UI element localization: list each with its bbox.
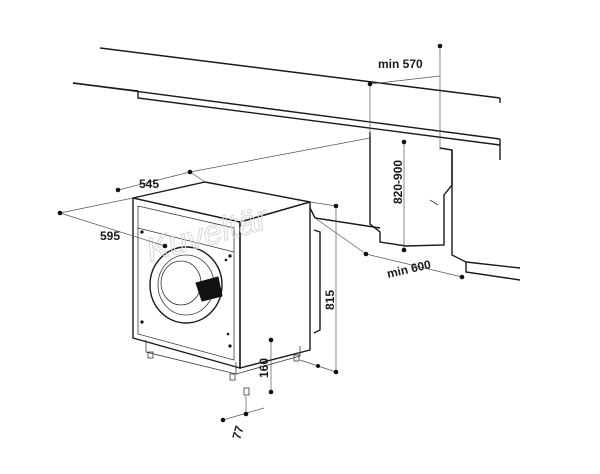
dim-820-900: 820-900: [391, 139, 407, 253]
label-815: 815: [323, 290, 337, 310]
dim-77: 77: [220, 396, 265, 441]
door-porthole: [149, 246, 223, 324]
door-handle-icon: [195, 276, 223, 302]
washing-machine: [132, 181, 311, 396]
label-min-570: min 570: [378, 57, 423, 71]
dim-min-570: min 570: [367, 43, 443, 150]
dim-815: 815: [299, 201, 339, 375]
label-160: 160: [257, 358, 271, 378]
niche-cabinet: [309, 132, 521, 334]
machine-side: [239, 201, 311, 369]
label-77: 77: [229, 424, 246, 441]
dim-min-600: min 600: [314, 217, 465, 281]
label-545: 545: [139, 177, 159, 191]
dim-160: 160: [257, 337, 274, 395]
worktop: [72, 47, 501, 160]
dim-545: 545: [115, 137, 371, 193]
label-595: 595: [100, 229, 120, 243]
watermark: Kuveltär: [142, 198, 274, 269]
label-820-900: 820-900: [391, 160, 405, 204]
dim-595: 595: [57, 197, 168, 249]
